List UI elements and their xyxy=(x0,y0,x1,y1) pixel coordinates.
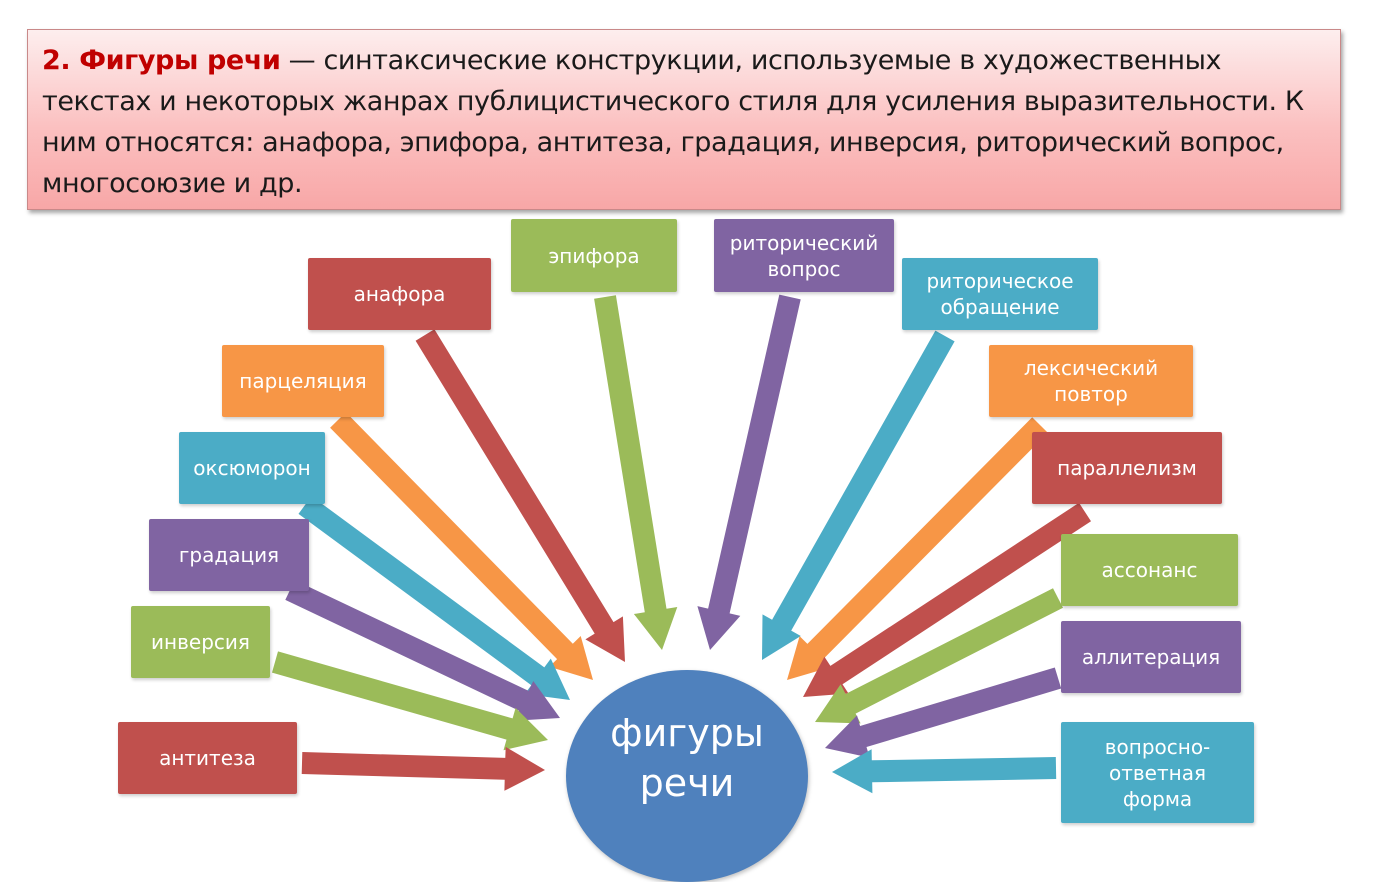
arrow-invers xyxy=(272,651,548,751)
arrow-rit-obr xyxy=(762,330,955,660)
arrow-anafora xyxy=(415,329,625,662)
arrow-epifora xyxy=(594,295,678,650)
definition-banner: 2. Фигуры речи — синтаксические конструк… xyxy=(27,29,1341,210)
node-asson: ассонанс xyxy=(1061,534,1238,606)
arrow-rit-vopros xyxy=(697,294,801,650)
arrow-oksum xyxy=(298,496,570,700)
definition-term: 2. Фигуры речи xyxy=(42,45,281,76)
node-parall: параллелизм xyxy=(1032,432,1222,504)
arrow-parcel xyxy=(330,412,593,680)
arrow-allit xyxy=(825,667,1062,758)
arrow-leks xyxy=(787,417,1048,680)
node-rit-obr: риторическое обращение xyxy=(902,258,1098,330)
node-leks: лексический повтор xyxy=(989,345,1193,417)
node-gradac: градация xyxy=(149,519,309,591)
node-epifora: эпифора xyxy=(511,219,677,292)
arrow-parall xyxy=(803,502,1091,697)
node-rit-vopros: риторический вопрос xyxy=(714,219,894,292)
node-allit: аллитерация xyxy=(1061,621,1241,693)
arrow-antit xyxy=(301,746,545,791)
node-antit: антитеза xyxy=(118,722,297,794)
node-oksum: оксюморон xyxy=(179,432,325,504)
node-parcel: парцеляция xyxy=(222,345,384,417)
arrow-asson xyxy=(815,588,1063,724)
center-node: фигуры речи xyxy=(566,670,808,882)
node-vopr-otv: вопросно-ответная форма xyxy=(1061,722,1254,823)
node-invers: инверсия xyxy=(131,606,270,678)
definition-text: — синтаксические конструкции, используем… xyxy=(42,45,1304,199)
arrow-layer xyxy=(272,294,1091,794)
node-anafora: анафора xyxy=(308,258,491,330)
arrow-gradac xyxy=(285,580,560,721)
arrow-vopr-otv xyxy=(832,749,1057,794)
